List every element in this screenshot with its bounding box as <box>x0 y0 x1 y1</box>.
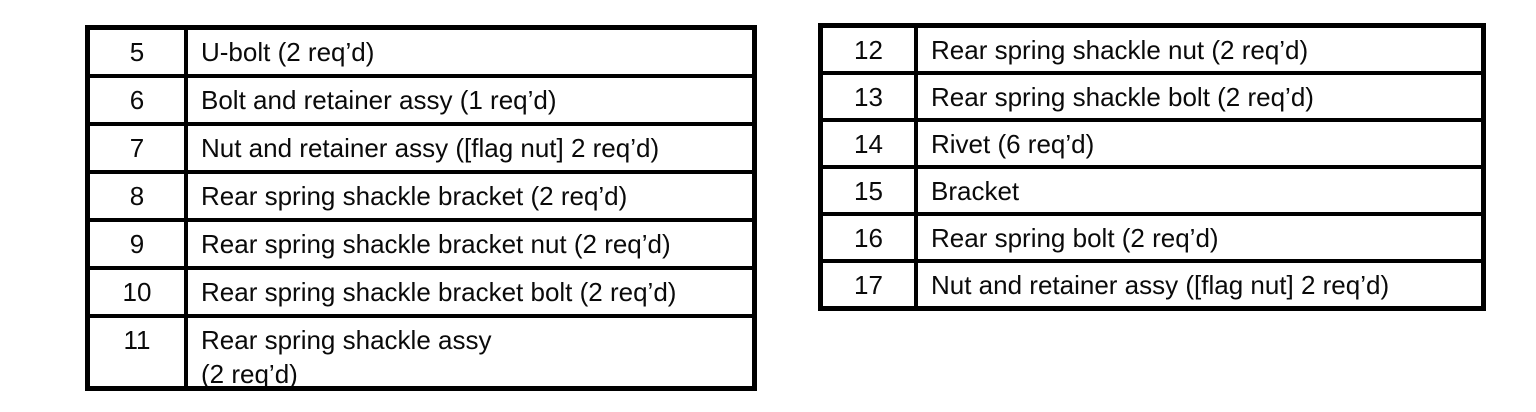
parts-table-right: 12 Rear spring shackle nut (2 req’d) 13 … <box>818 23 1486 311</box>
item-number: 17 <box>823 263 918 306</box>
item-description: U-bolt (2 req’d) <box>201 37 375 67</box>
table-row: 7 Nut and retainer assy ([flag nut] 2 re… <box>90 122 752 170</box>
table-row: 6 Bolt and retainer assy (1 req’d) <box>90 74 752 122</box>
item-description: Rear spring shackle bracket bolt (2 req’… <box>201 277 677 307</box>
item-number: 9 <box>90 222 188 266</box>
table-row: 12 Rear spring shackle nut (2 req’d) <box>823 28 1481 71</box>
item-description: Rear spring bolt (2 req’d) <box>931 222 1219 253</box>
item-description: Rear spring shackle bracket (2 req’d) <box>201 181 628 211</box>
table-row: 16 Rear spring bolt (2 req’d) <box>823 212 1481 259</box>
table-row: 8 Rear spring shackle bracket (2 req’d) <box>90 170 752 218</box>
item-description: Rivet (6 req’d) <box>931 128 1095 159</box>
table-row: 13 Rear spring shackle bolt (2 req’d) <box>823 71 1481 118</box>
item-number: 7 <box>90 126 188 170</box>
item-description: Rear spring shackle bracket nut (2 req’d… <box>201 229 671 259</box>
item-description: Rear spring shackle assy (2 req’d) <box>201 325 492 386</box>
item-number: 11 <box>90 318 188 386</box>
item-number: 8 <box>90 174 188 218</box>
item-description: Nut and retainer assy ([flag nut] 2 req’… <box>931 269 1390 300</box>
item-number: 16 <box>823 216 918 259</box>
item-number: 12 <box>823 28 918 71</box>
table-row: 15 Bracket <box>823 165 1481 212</box>
table-row: 11 Rear spring shackle assy (2 req’d) <box>90 314 752 386</box>
parts-table-left: 5 U-bolt (2 req’d) 6 Bolt and retainer a… <box>85 25 757 391</box>
item-number: 15 <box>823 169 918 212</box>
item-number: 5 <box>90 30 188 74</box>
item-description: Rear spring shackle nut (2 req’d) <box>931 34 1309 65</box>
item-number: 13 <box>823 75 918 118</box>
table-row: 17 Nut and retainer assy ([flag nut] 2 r… <box>823 259 1481 306</box>
item-description: Rear spring shackle bolt (2 req’d) <box>931 81 1314 112</box>
item-number: 14 <box>823 122 918 165</box>
table-row: 14 Rivet (6 req’d) <box>823 118 1481 165</box>
item-description: Bolt and retainer assy (1 req’d) <box>201 85 557 115</box>
table-row: 5 U-bolt (2 req’d) <box>90 30 752 74</box>
table-row: 9 Rear spring shackle bracket nut (2 req… <box>90 218 752 266</box>
item-description: Nut and retainer assy ([flag nut] 2 req’… <box>201 133 660 163</box>
item-description: Bracket <box>931 175 1020 206</box>
item-number: 6 <box>90 78 188 122</box>
item-number: 10 <box>90 270 188 314</box>
table-row: 10 Rear spring shackle bracket bolt (2 r… <box>90 266 752 314</box>
